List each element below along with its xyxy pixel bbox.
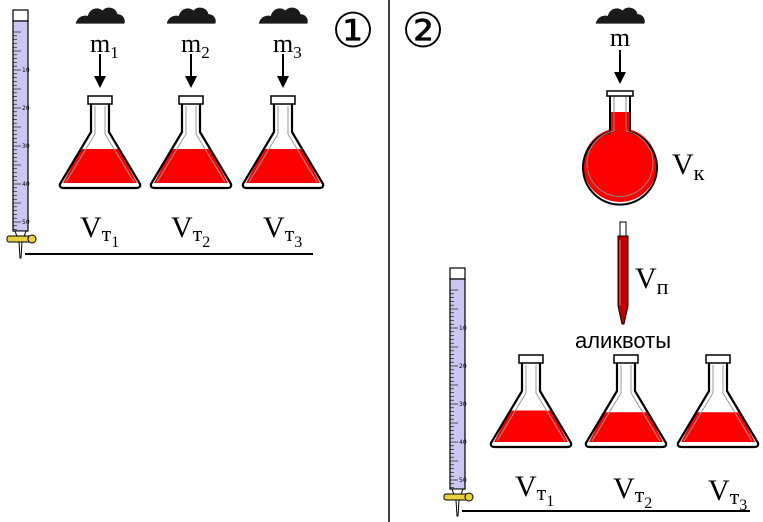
burette-scale-label: 50 — [22, 219, 30, 226]
burette-scale-label: 40 — [459, 439, 467, 446]
burette-icon: 10 20 30 40 50 — [443, 267, 474, 517]
flask-volume-label: Vт3 — [708, 474, 747, 514]
aliquots-label: аликвоты — [575, 328, 671, 353]
sample-heap-icon — [75, 7, 125, 24]
panel-2: ② m Vк Vп аликвоты 10 20 30 40 50 Vт1 — [401, 5, 760, 517]
panel-1-number: ① — [331, 5, 374, 58]
sample-2: m2 Vт2 — [149, 7, 233, 251]
burette-scale-label: 20 — [459, 363, 467, 370]
aliquot-flask-3: Vт3 — [676, 354, 760, 514]
sample-heap-icon — [258, 7, 308, 24]
mass-label: m3 — [273, 29, 302, 62]
erlenmeyer-flask-icon — [584, 354, 668, 449]
aliquot-flask-2: Vт2 — [584, 354, 668, 512]
sample-heap-icon — [166, 7, 216, 24]
burette-scale-label: 10 — [22, 67, 30, 74]
down-arrow-icon — [614, 50, 626, 84]
mass-label: m — [610, 23, 630, 52]
sample-heap-icon — [595, 7, 645, 24]
volumetric-flask-volume-label: Vк — [672, 148, 705, 185]
flask-volume-label: Vт1 — [515, 470, 554, 510]
down-arrow-icon — [94, 54, 106, 88]
burette-scale-label: 40 — [22, 181, 30, 188]
volumetric-flask-icon — [582, 90, 658, 206]
flask-volume-label: Vт1 — [80, 211, 119, 251]
sample-3: m3 Vт3 — [241, 7, 325, 251]
burette-scale-label: 30 — [459, 401, 467, 408]
burette-icon: 10 20 30 40 50 — [6, 9, 37, 259]
flask-volume-label: Vт2 — [613, 472, 652, 512]
flask-volume-label: Vт3 — [263, 211, 302, 251]
down-arrow-icon — [185, 54, 197, 88]
mass-label: m2 — [181, 29, 210, 62]
down-arrow-icon — [277, 54, 289, 88]
erlenmeyer-flask-icon — [489, 354, 573, 449]
burette-scale-label: 30 — [22, 143, 30, 150]
pipette-volume-label: Vп — [635, 262, 669, 299]
erlenmeyer-flask-icon — [676, 354, 760, 449]
sample-1: m1 Vт1 — [58, 7, 142, 251]
panel-1: ① 10 20 30 40 50 m1 Vт1 m2 Vт2 m3 Vт3 — [6, 5, 375, 259]
erlenmeyer-flask-icon — [58, 95, 142, 190]
aliquot-flask-1: Vт1 — [489, 354, 573, 510]
burette-scale-label: 20 — [22, 105, 30, 112]
flask-volume-label: Vт2 — [171, 211, 210, 251]
burette-scale-label: 50 — [459, 477, 467, 484]
mass-label: m1 — [90, 29, 119, 62]
pipette-icon — [617, 221, 629, 325]
panel-2-number: ② — [401, 5, 444, 58]
erlenmeyer-flask-icon — [149, 95, 233, 190]
burette-scale-label: 10 — [459, 325, 467, 332]
erlenmeyer-flask-icon — [241, 95, 325, 190]
